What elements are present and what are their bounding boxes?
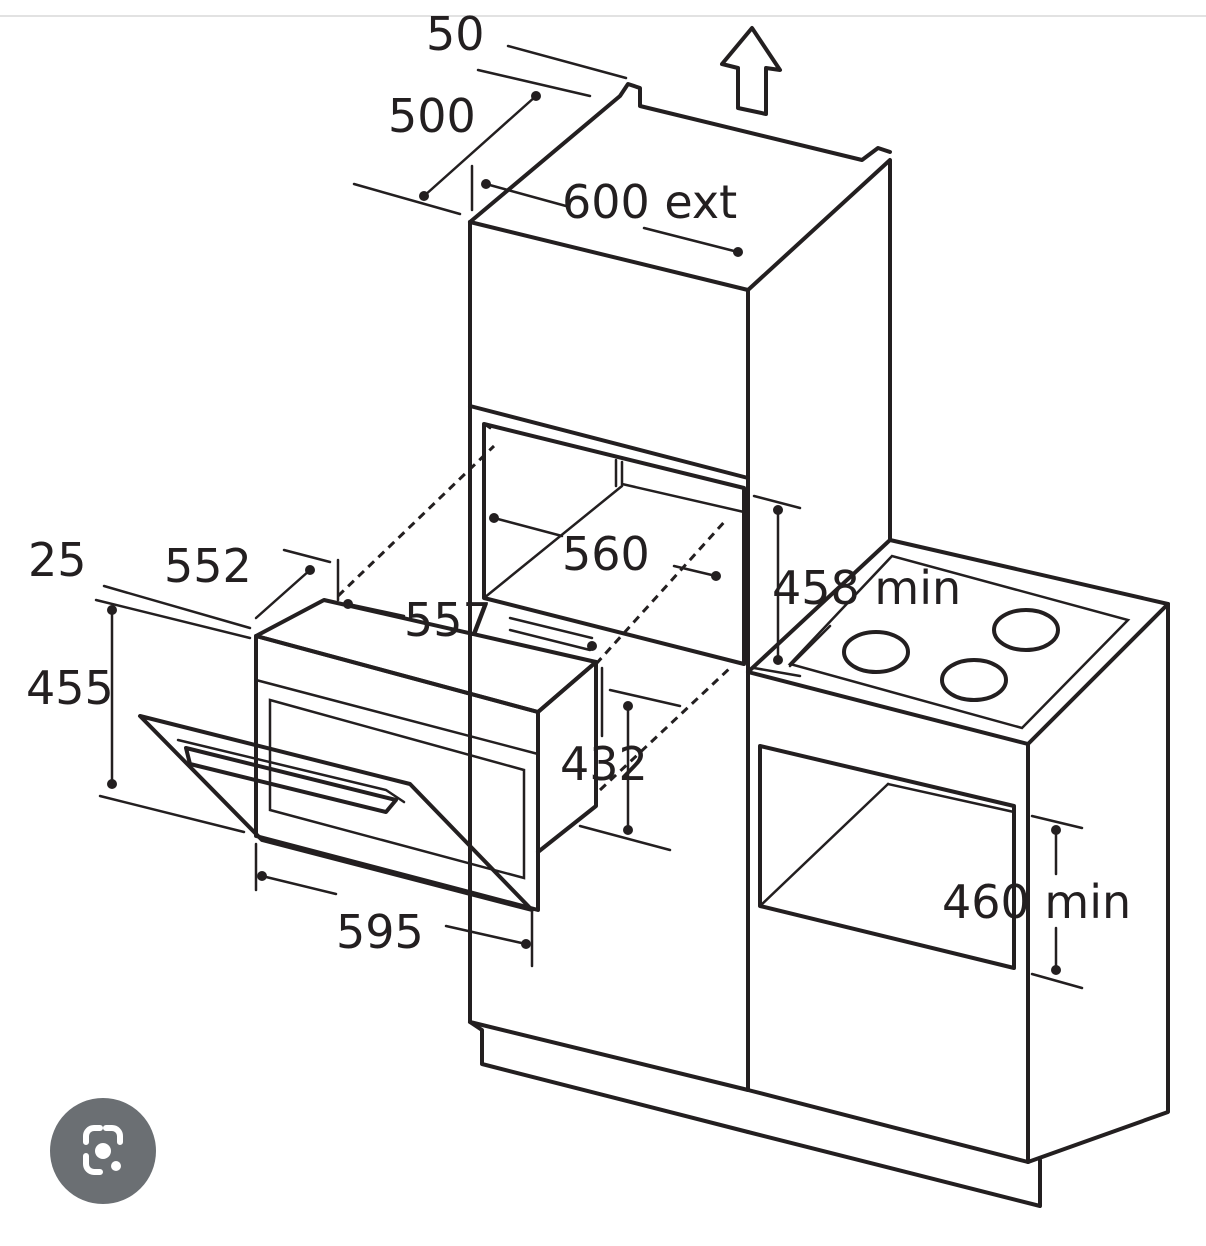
dimension-lines [94,44,1084,990]
dim-label-432: 432 [560,737,648,791]
base-unit-with-hob [746,538,1170,1208]
dim-label-455: 455 [26,661,114,715]
up-arrow-icon [720,26,782,116]
dim-label-460-min: 460 min [942,875,1131,929]
oven-appliance [138,598,598,912]
dim-label-552: 552 [164,539,252,593]
dim-label-600-ext: 600 ext [562,175,737,229]
dim-label-595: 595 [336,905,424,959]
dim-label-50: 50 [426,7,485,61]
tall-cabinet [468,82,892,1134]
google-lens-button[interactable] [50,1098,156,1204]
dim-label-25: 25 [28,533,87,587]
dim-label-560: 560 [562,527,650,581]
dim-label-500: 500 [388,89,476,143]
dim-label-458-min: 458 min [772,561,961,615]
projection-lines [336,444,732,792]
dim-label-557: 557 [404,593,492,647]
google-lens-icon [83,1125,123,1175]
